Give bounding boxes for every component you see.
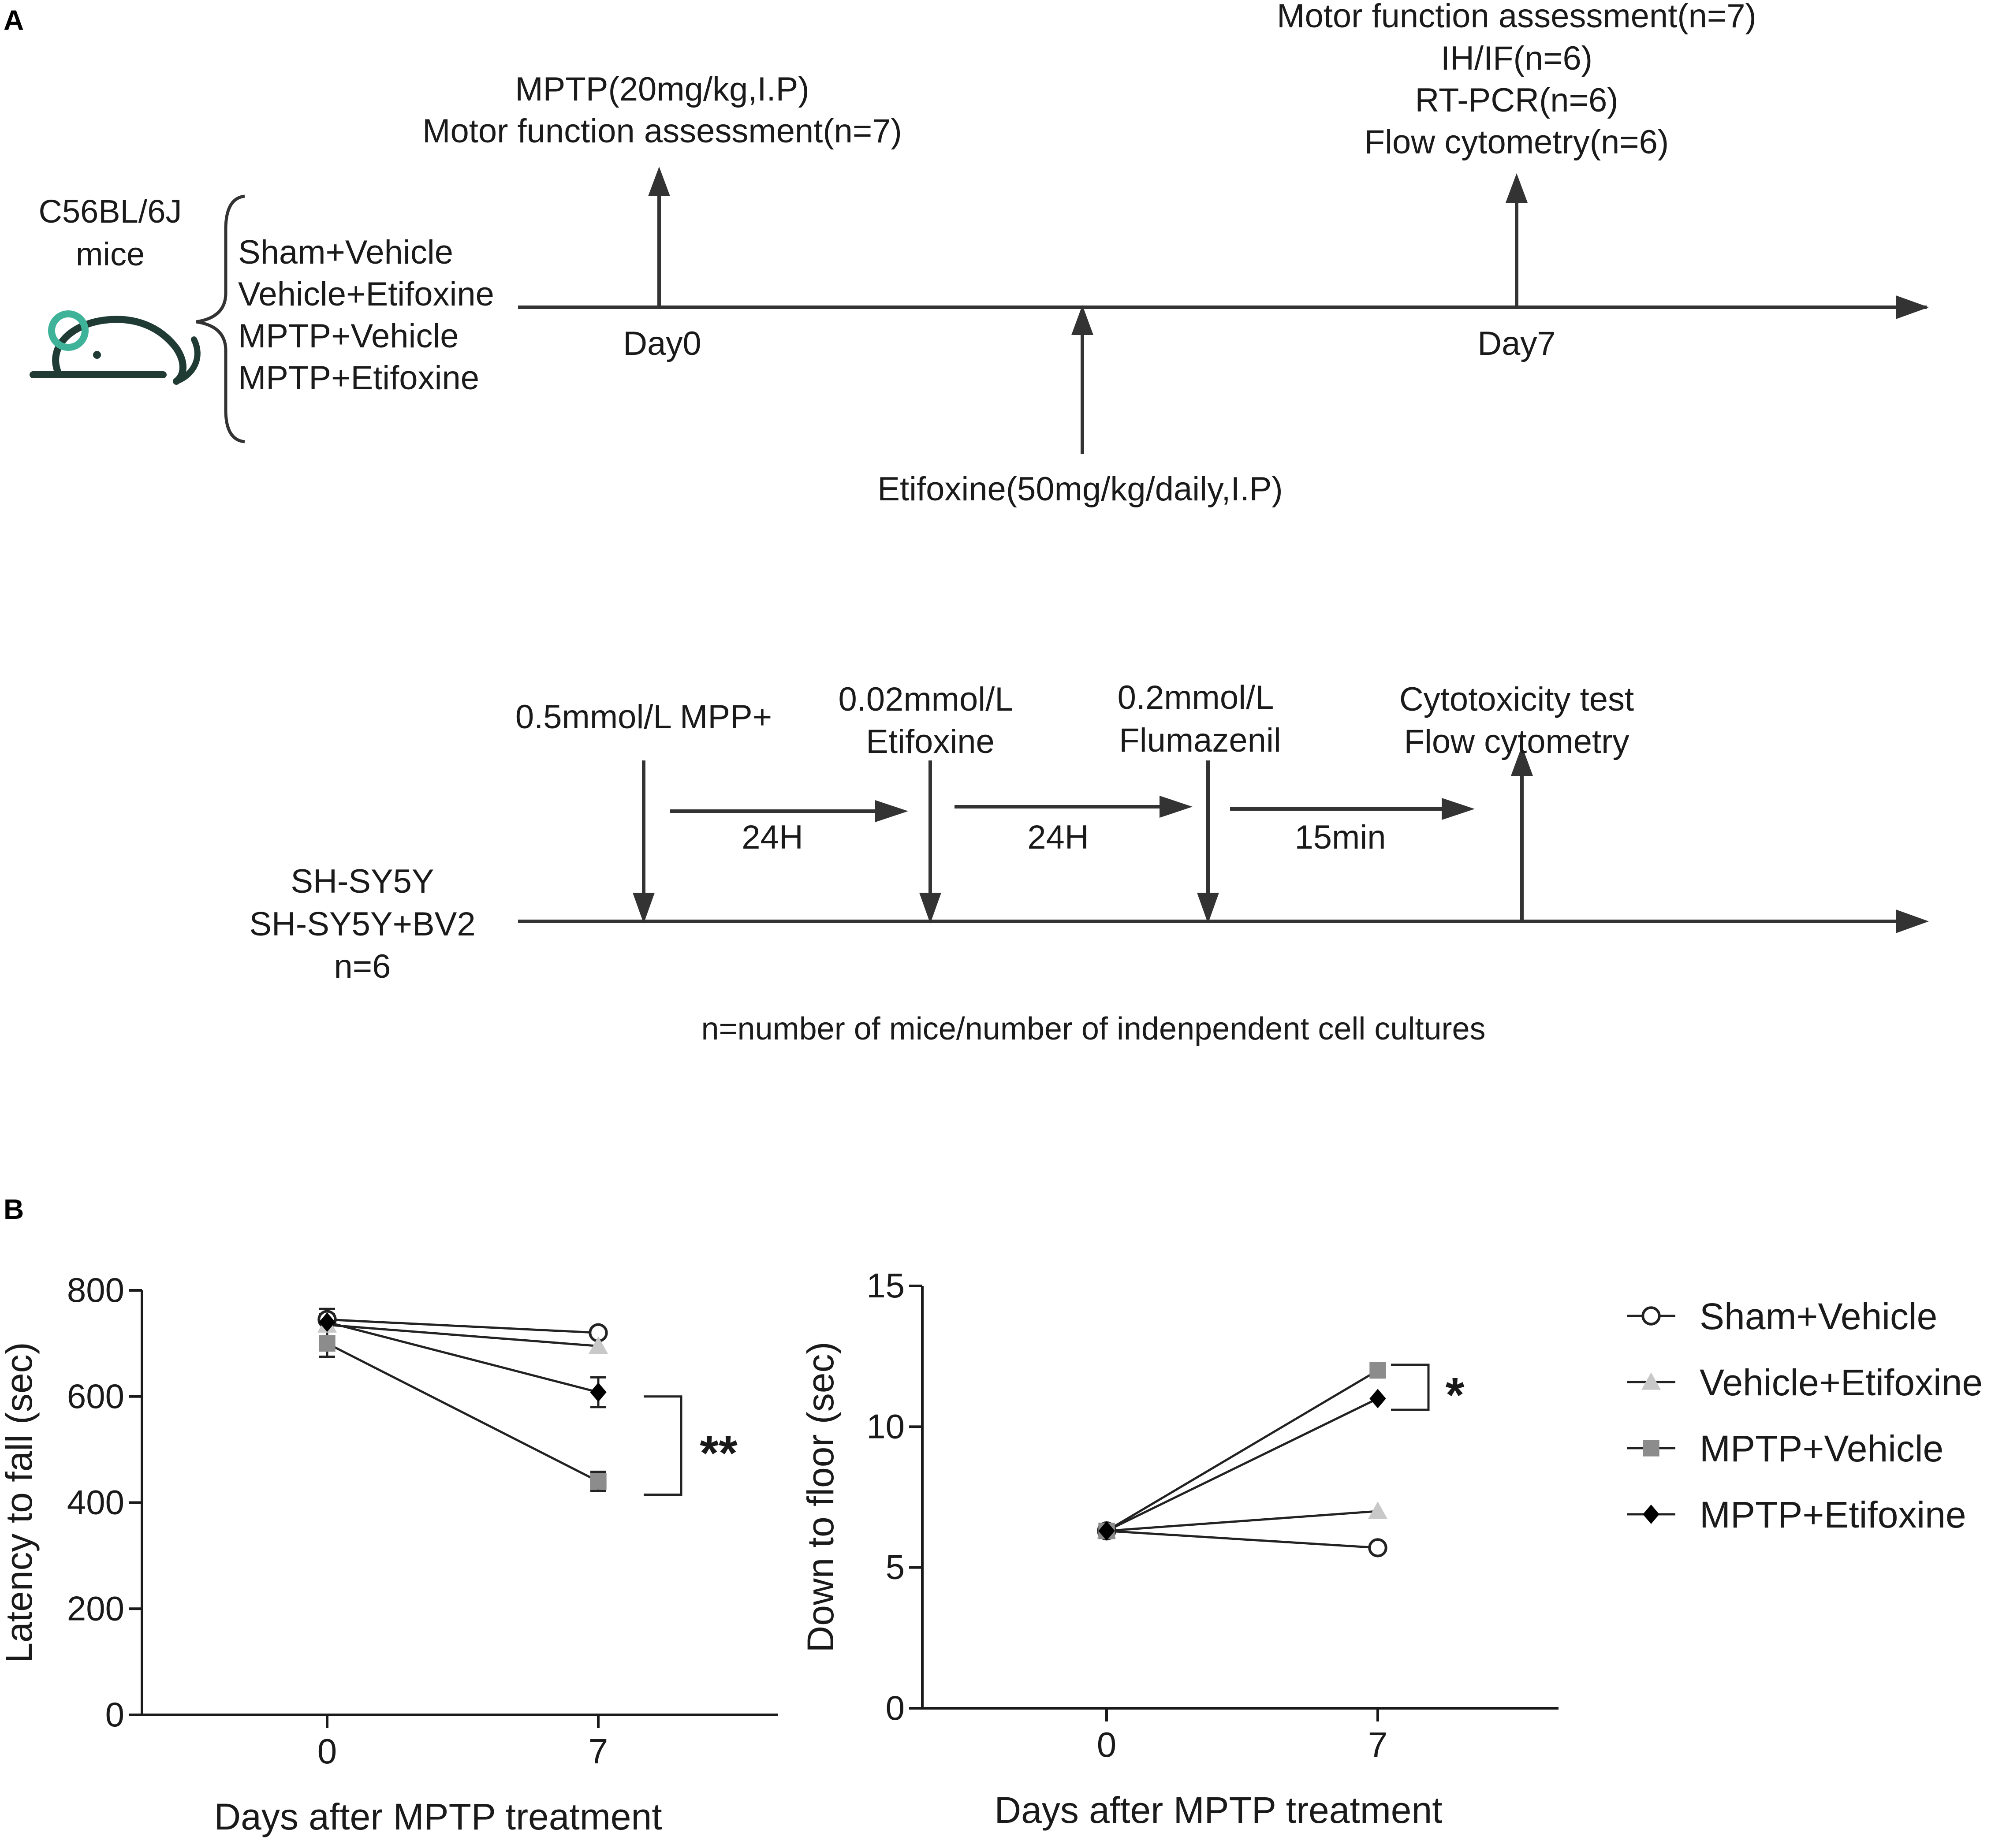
data-point — [1368, 1538, 1387, 1557]
etifoxine-event: 0.02mmol/L — [838, 681, 1013, 718]
readout-event: Flow cytometry — [1404, 723, 1629, 760]
data-point — [1369, 1389, 1386, 1408]
group-label: Sham+Vehicle — [238, 234, 453, 271]
etifoxine-arrowhead — [919, 893, 941, 924]
day7-event: Motor function assessment(n=7) — [1277, 0, 1756, 35]
series-line — [1106, 1397, 1379, 1532]
data-point — [1641, 1372, 1661, 1390]
group-label: Vehicle+Etifoxine — [238, 276, 494, 313]
y-tick-label: 0 — [886, 1688, 905, 1727]
interval-arrowhead — [875, 800, 908, 822]
significance-bracket — [644, 1395, 682, 1496]
flumazenil-event: 0.2mmol/L — [1118, 679, 1274, 716]
x-tick-label: 7 — [1368, 1725, 1388, 1764]
significance-bracket — [1391, 1364, 1430, 1411]
data-point — [1368, 1501, 1387, 1519]
mouse-timeline-arrowhead — [1896, 295, 1929, 319]
legend-label: Vehicle+Etifoxine — [1700, 1362, 1983, 1403]
cell-timeline: SH-SY5Y SH-SY5Y+BV2 n=6 0.5mmol/L MPP+ 0… — [249, 679, 1929, 1047]
group-label: MPTP+Etifoxine — [238, 359, 479, 397]
flumazenil-arrowhead — [1197, 893, 1219, 924]
flumazenil-event: Flumazenil — [1119, 722, 1281, 759]
interval-label: 24H — [742, 819, 803, 856]
day7-event: RT-PCR(n=6) — [1415, 82, 1618, 119]
treatment-event: Etifoxine(50mg/kg/daily,I.P) — [877, 470, 1283, 508]
significance-label: ** — [700, 1426, 738, 1480]
series-line — [1106, 1530, 1378, 1549]
cell-line-label: n=6 — [334, 948, 391, 985]
y-axis-label: Down to floor (sec) — [800, 1342, 841, 1653]
day0-arrowhead — [648, 167, 670, 196]
mouse-strain-line1: C56BL/6J — [39, 193, 182, 230]
mouse-timeline: C56BL/6J mice Sham+Vehicle Vehicle+Etifo… — [30, 0, 1929, 508]
x-axis-label: Days after MPTP treatment — [994, 1789, 1442, 1831]
day0-event: MPTP(20mg/kg,I.P) — [515, 71, 809, 108]
y-tick-label: 5 — [886, 1548, 905, 1587]
y-tick-label: 10 — [866, 1407, 905, 1446]
legend-label: Sham+Vehicle — [1700, 1296, 1937, 1337]
mouse-strain-line2: mice — [76, 236, 145, 272]
legend: Sham+VehicleVehicle+EtifoxineMPTP+Vehicl… — [1627, 1296, 1983, 1535]
day7-arrowhead — [1506, 173, 1528, 203]
mouse-icon — [30, 310, 201, 385]
day7-event: Flow cytometry(n=6) — [1365, 123, 1669, 161]
x-axis-label: Days after MPTP treatment — [214, 1796, 662, 1837]
footnote: n=number of mice/number of indenpendent … — [701, 1011, 1485, 1047]
mpp-arrowhead — [633, 893, 655, 924]
data-point — [1643, 1505, 1659, 1524]
panel-label-a: A — [4, 4, 24, 36]
data-point — [590, 1473, 607, 1490]
interval-arrowhead — [1160, 796, 1193, 818]
interval-arrowhead — [1442, 798, 1475, 820]
y-tick-label: 15 — [866, 1266, 905, 1305]
series-line — [327, 1318, 599, 1334]
group-brace — [196, 194, 245, 443]
cell-timeline-arrowhead — [1896, 909, 1929, 933]
y-tick-label: 600 — [67, 1377, 124, 1416]
y-axis-label: Latency to fall (sec) — [0, 1342, 40, 1663]
etifoxine-event: Etifoxine — [866, 723, 995, 760]
x-tick-label: 7 — [589, 1732, 608, 1771]
data-point — [1643, 1440, 1659, 1457]
series-line — [326, 1342, 599, 1483]
y-tick-label: 800 — [67, 1270, 124, 1309]
day0-event: Motor function assessment(n=7) — [422, 112, 902, 150]
significance-label: * — [1446, 1368, 1465, 1422]
data-point — [319, 1312, 336, 1332]
series-line — [1106, 1369, 1379, 1532]
data-point — [590, 1382, 607, 1402]
data-point — [1098, 1521, 1115, 1541]
series-line — [327, 1323, 599, 1347]
legend-label: MPTP+Vehicle — [1700, 1428, 1943, 1469]
series-line — [327, 1321, 599, 1393]
x-tick-label: 0 — [1097, 1725, 1117, 1764]
interval-label: 24H — [1027, 819, 1089, 856]
day7-event: IH/IF(n=6) — [1441, 40, 1592, 77]
mpp-event: 0.5mmol/L MPP+ — [515, 698, 772, 736]
data-point — [589, 1336, 608, 1354]
group-label: MPTP+Vehicle — [238, 317, 459, 355]
panel-label-b: B — [4, 1193, 24, 1225]
x-tick-label: 0 — [317, 1732, 337, 1771]
y-tick-label: 200 — [67, 1589, 124, 1628]
day7-label: Day7 — [1477, 325, 1555, 362]
data-point — [319, 1335, 336, 1352]
interval-label: 15min — [1295, 819, 1386, 856]
legend-label: MPTP+Etifoxine — [1700, 1494, 1966, 1535]
series-line — [1106, 1510, 1378, 1532]
y-tick-label: 400 — [67, 1483, 124, 1522]
readout-event: Cytotoxicity test — [1399, 681, 1634, 718]
readout-arrowhead — [1511, 746, 1533, 776]
data-point — [1369, 1362, 1386, 1379]
day0-label: Day0 — [623, 325, 701, 362]
data-point — [1641, 1306, 1661, 1326]
cell-line-label: SH-SY5Y — [291, 863, 434, 900]
treatment-arrowhead — [1071, 305, 1093, 335]
cell-line-label: SH-SY5Y+BV2 — [249, 905, 475, 943]
y-tick-label: 0 — [105, 1695, 124, 1734]
